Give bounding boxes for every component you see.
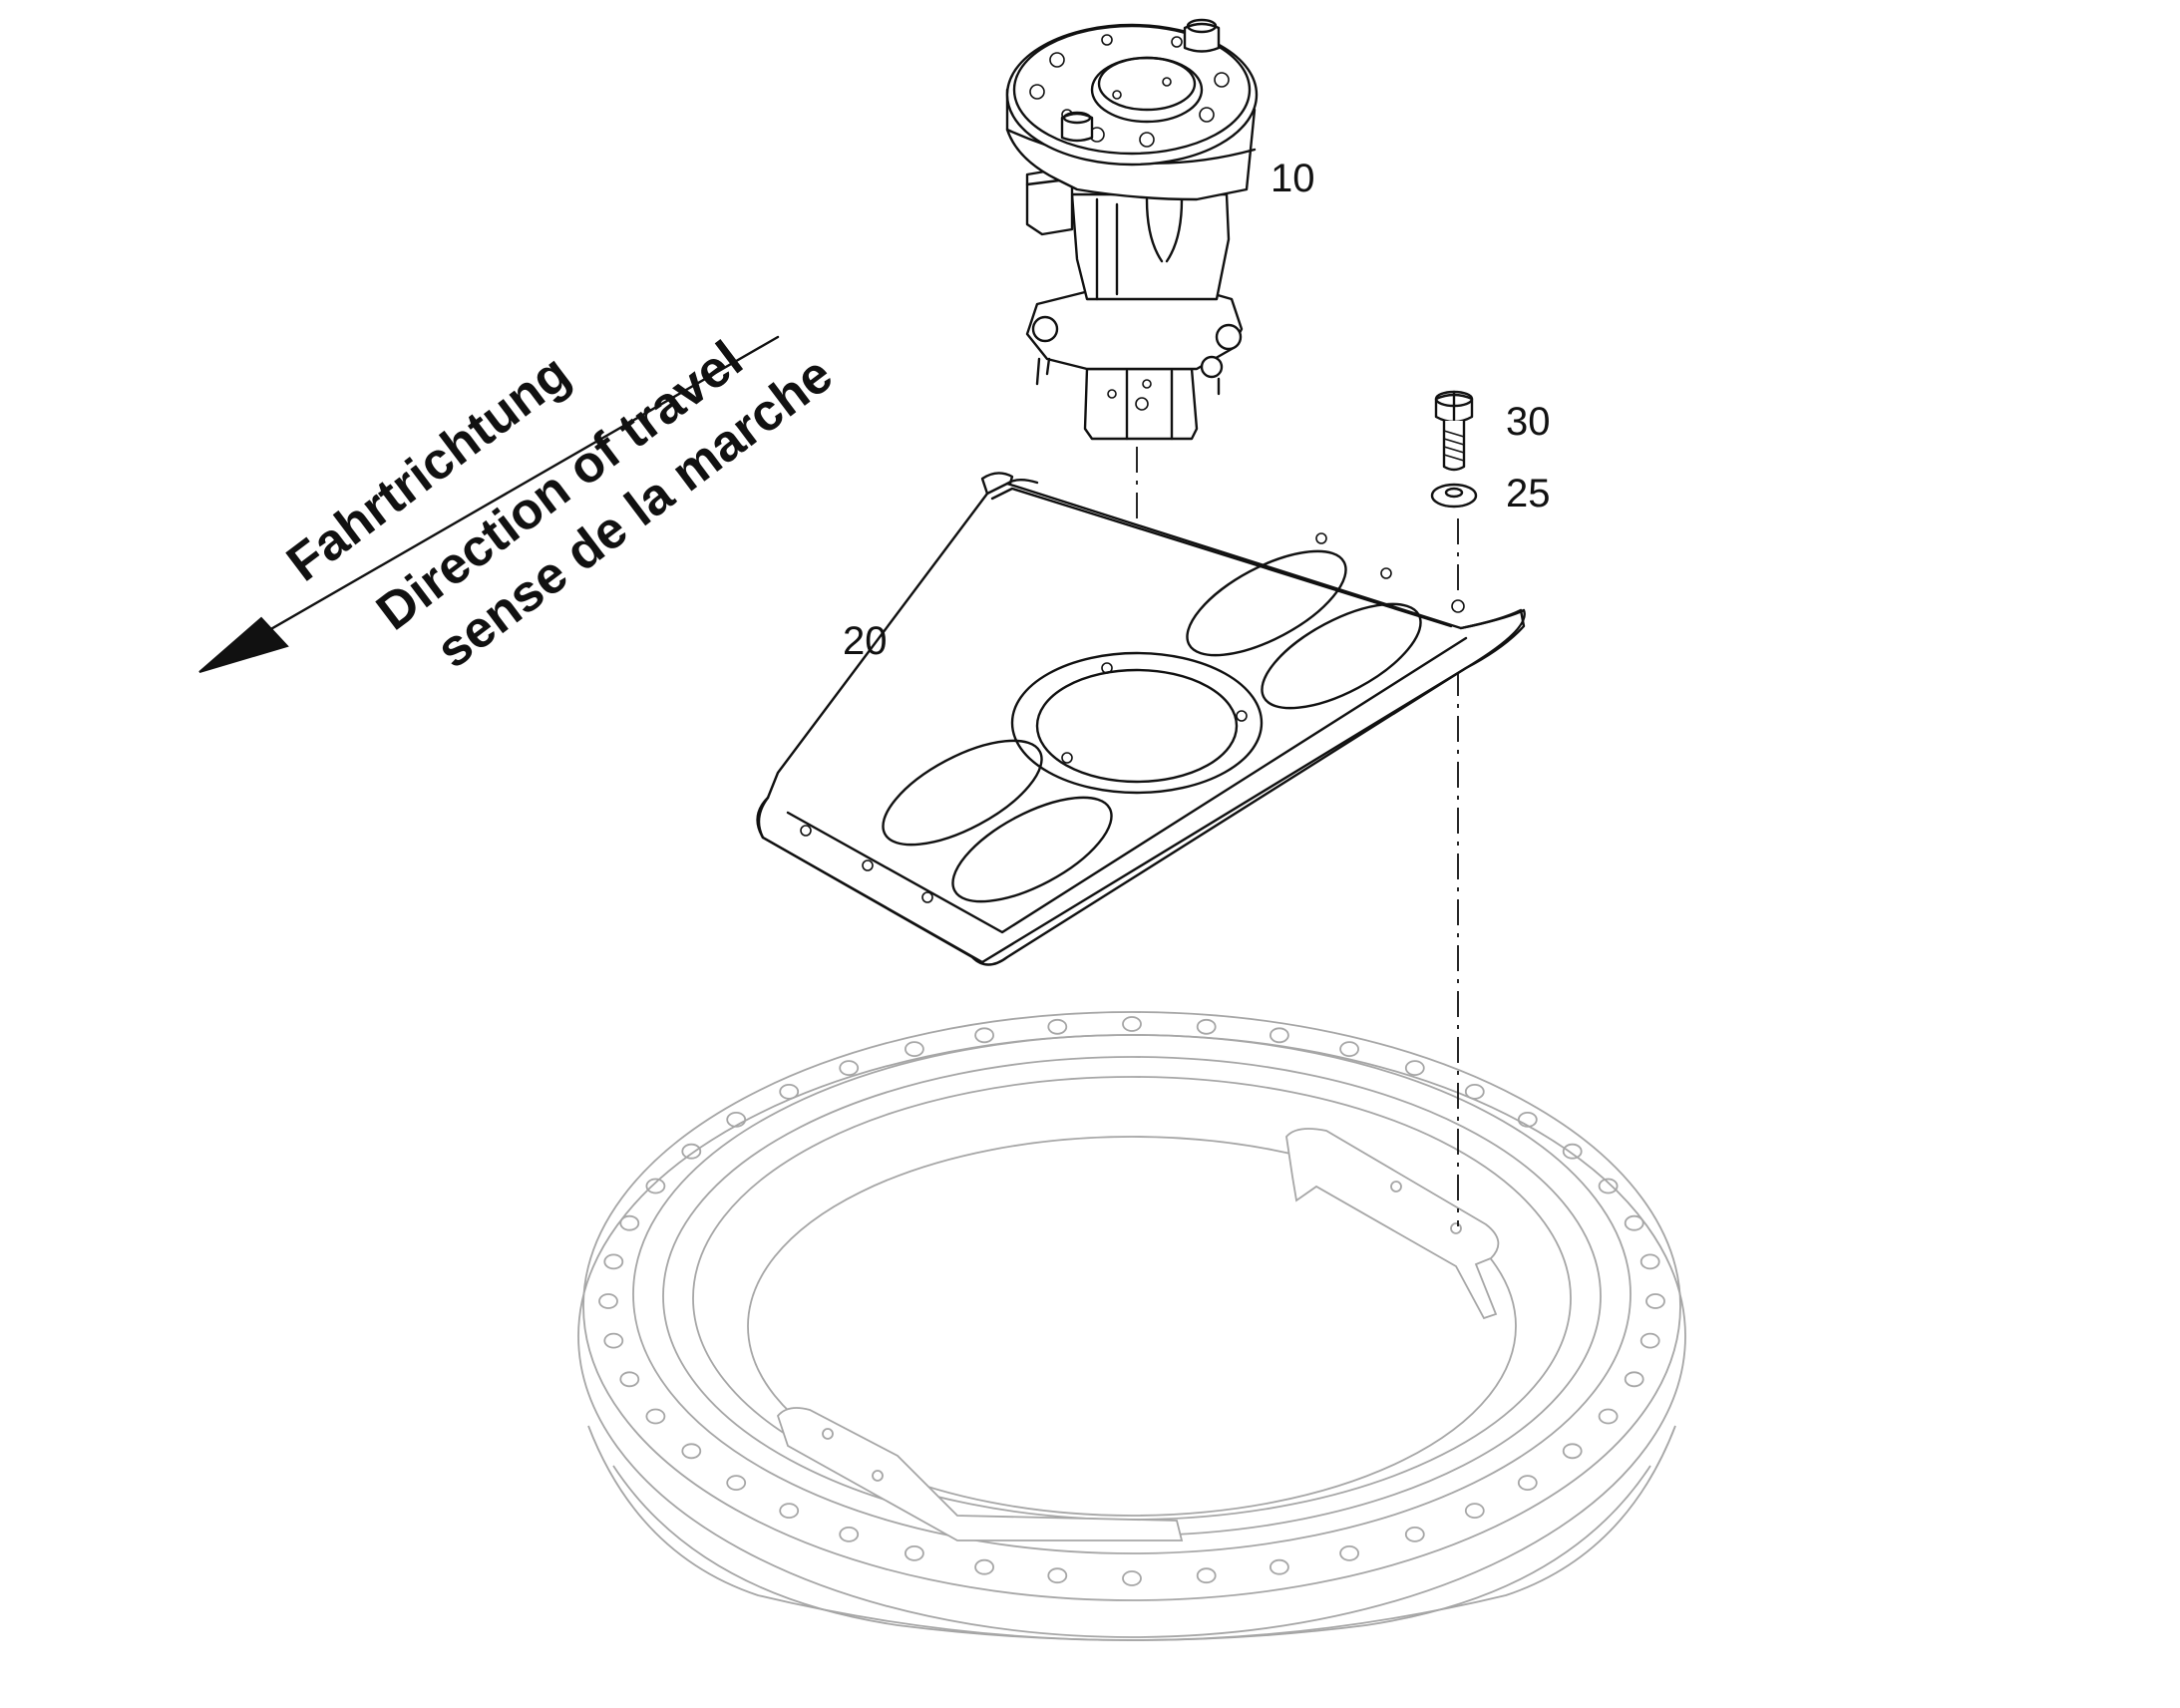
ring-bolt-hole [1196, 1018, 1217, 1035]
ring-bolt-hole [779, 1503, 800, 1519]
ring-bolt-hole [1517, 1475, 1538, 1491]
ring-bolt-hole [1464, 1084, 1485, 1100]
ring-bolt-hole [603, 1332, 624, 1349]
ring-bolt-hole [1047, 1567, 1068, 1584]
ring-bolt-hole [726, 1475, 747, 1491]
washer-part-25 [1430, 483, 1478, 509]
ring-bolt-hole [603, 1253, 624, 1270]
direction-arrowhead [198, 616, 289, 673]
ring-bolt-hole [1624, 1371, 1644, 1388]
ring-bolt-hole [1339, 1041, 1359, 1057]
ring-bolt-holes [598, 1016, 1665, 1586]
ring-bolt-hole [645, 1178, 666, 1195]
slewing-ring-ghost [577, 1011, 1686, 1641]
ring-bolt-hole [1639, 1332, 1660, 1349]
callout-25: 25 [1506, 472, 1551, 515]
ring-bolt-hole [1598, 1178, 1619, 1195]
ring-bolt-hole [1464, 1503, 1485, 1519]
ring-bolt-hole [598, 1293, 618, 1309]
bolt-part-30 [1434, 390, 1474, 472]
ring-bolt-hole [1047, 1018, 1068, 1035]
ring-bolt-hole [1639, 1253, 1660, 1270]
ring-bolt-hole [1196, 1567, 1217, 1584]
ring-bolt-hole [1645, 1293, 1665, 1309]
ring-bolt-hole [1339, 1545, 1359, 1561]
ring-bolt-hole [726, 1112, 747, 1128]
ring-bolt-hole [1562, 1143, 1583, 1160]
ring-bolt-hole [681, 1143, 702, 1160]
ring-bolt-hole [681, 1443, 702, 1460]
ring-bolt-hole [1624, 1214, 1644, 1231]
direction-of-travel-indicator: Fahrtrichtung Direction of travel sense … [198, 330, 843, 680]
ring-mount-plate-left [776, 1407, 1184, 1541]
ring-bolt-hole [1562, 1443, 1583, 1460]
ring-bolt-hole [1404, 1527, 1425, 1542]
ring-bolt-hole [1122, 1016, 1142, 1032]
ring-mount-plate-right [1285, 1128, 1500, 1320]
mounting-plate [756, 472, 1526, 966]
ring-bolt-hole [1270, 1027, 1289, 1044]
callout-20: 20 [843, 619, 888, 663]
ring-bolt-hole [1270, 1558, 1289, 1575]
ring-bolt-hole [905, 1041, 924, 1057]
ring-bolt-hole [974, 1558, 994, 1575]
ring-bolt-hole [974, 1027, 994, 1044]
callout-30: 30 [1506, 400, 1551, 444]
ring-bolt-hole [619, 1214, 640, 1231]
ring-bolt-hole [1122, 1570, 1142, 1586]
ring-bolt-hole [839, 1060, 860, 1076]
ring-bolt-hole [1517, 1112, 1538, 1128]
ring-bolt-hole [1598, 1408, 1619, 1425]
ring-bolt-hole [619, 1371, 640, 1388]
ring-bolt-hole [1404, 1060, 1425, 1076]
rotary-joint-assembly [1005, 18, 1259, 441]
ring-bolt-hole [645, 1408, 666, 1425]
ring-bolt-hole [839, 1527, 860, 1542]
callout-10: 10 [1271, 157, 1315, 200]
ring-bolt-hole [905, 1545, 924, 1561]
ring-bolt-hole [779, 1084, 800, 1100]
